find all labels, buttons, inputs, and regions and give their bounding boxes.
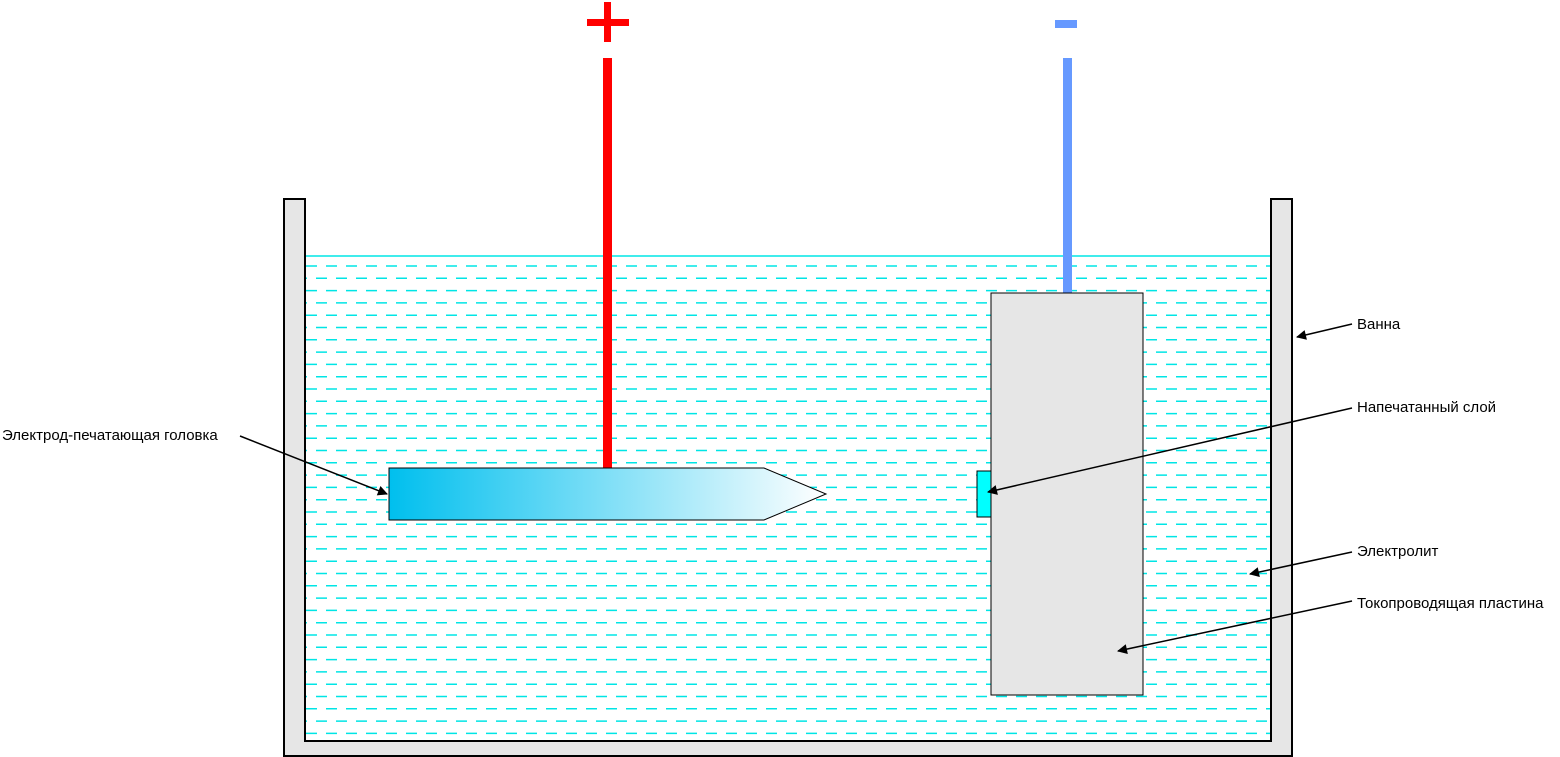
minus-sign-icon: [1055, 20, 1077, 28]
electrolyte-label: Электролит: [1357, 543, 1438, 560]
positive-wire: [603, 58, 612, 468]
plus-sign-icon: [587, 2, 629, 42]
conductive-plate-label: Токопроводящая пластина: [1357, 595, 1544, 612]
printed-layer-label: Напечатанный слой: [1357, 399, 1496, 416]
printed-layer-callout-arrow: [987, 407, 1353, 495]
electrode-print-head: [388, 467, 828, 521]
electrolyte-callout-arrow: [1249, 551, 1353, 577]
bath-tank: [283, 198, 1293, 757]
plate-callout-arrow: [1117, 600, 1353, 655]
conductive-plate: [990, 292, 1144, 696]
electrode-head-callout-arrow: [239, 435, 388, 496]
printed-layer: [976, 470, 992, 518]
negative-sign-text: -: [1066, 0, 1067, 1]
bath-label: Ванна: [1357, 316, 1401, 333]
bath-callout-arrow: [1296, 323, 1353, 340]
negative-wire: [1063, 58, 1072, 294]
positive-sign-text: +: [608, 0, 609, 1]
electrode-head-label: Электрод-печатающая головка: [2, 427, 218, 444]
